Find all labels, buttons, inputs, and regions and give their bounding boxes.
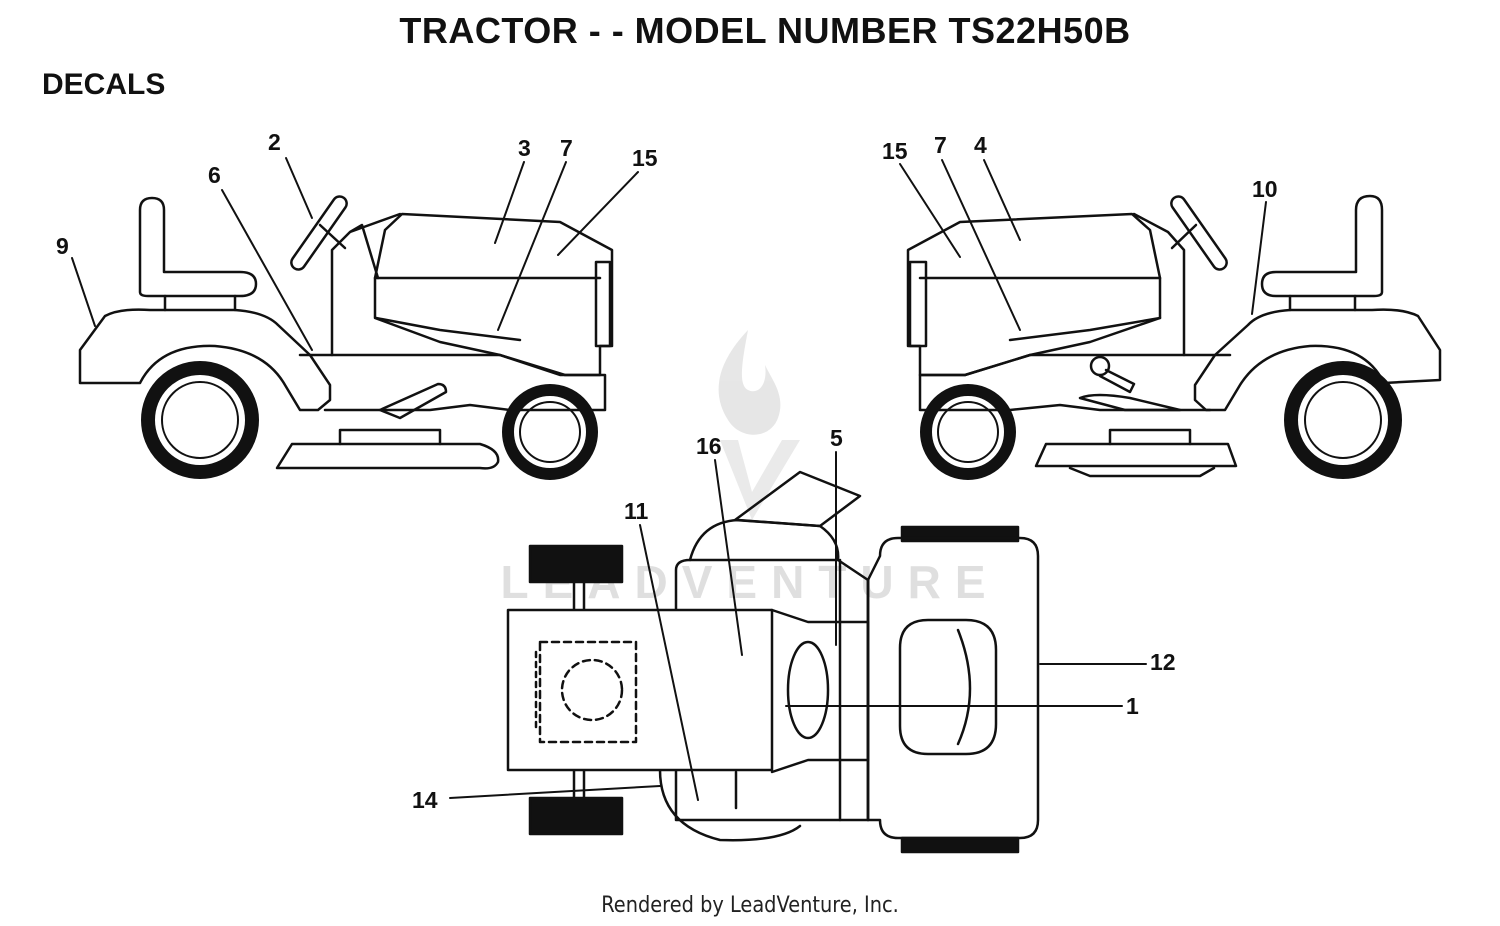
leader-2 [285,157,313,219]
front-wheel-hub [937,401,999,463]
front-left-tire [528,544,624,584]
hood-top [506,608,774,772]
grille [908,260,928,348]
watermark-flame-icon [718,330,781,435]
callout-12: 12 [1150,649,1176,675]
seat-base [1288,294,1357,312]
rear-wheel-hub [161,381,239,459]
seat-base [163,294,237,312]
lever-knob [1089,355,1111,377]
mower-deck [275,442,500,470]
leader-15 [557,171,639,256]
deck-pan [1068,466,1216,478]
pedal [1078,393,1182,412]
watermark-v-icon [720,440,800,520]
frame [298,353,607,412]
tractor-right-side-view [906,194,1442,480]
steering-column-top [770,608,870,774]
mower-deck-bottom [658,768,802,842]
engine-outline [538,640,638,744]
deck-hangers [338,428,442,446]
callout-1: 1 [1126,693,1139,719]
callout-9: 9 [56,233,69,259]
seat-top [898,618,998,756]
mower-deck [1034,442,1238,468]
steering-wheel-top [786,640,830,740]
leader-6 [221,189,313,351]
rear-wheel [141,361,259,479]
seat [1260,194,1384,298]
rear-fender [78,308,332,412]
steering-column [318,223,347,250]
steering-column [1170,223,1198,250]
callout-15-right: 15 [882,138,908,164]
leader-15-right [899,163,961,258]
callout-4: 4 [974,132,987,158]
section-title: DECALS [42,68,166,101]
callout-11: 11 [624,498,649,524]
leader-4 [983,159,1021,241]
tractor-top-view [506,470,1040,854]
rear-fender [1193,308,1442,412]
dash [330,212,402,357]
hood [906,212,1162,377]
front-wheel [502,384,598,480]
front-wheel [920,384,1016,480]
leader-11 [639,524,699,801]
mower-deck-top [688,518,840,562]
leader-3 [494,161,525,244]
steering-wheel [290,195,348,271]
front-wheel-hub [519,401,581,463]
callouts: 9 6 2 3 7 15 15 7 4 10 16 5 11 12 1 14 [56,129,1278,813]
page-title: TRACTOR - - MODEL NUMBER TS22H50B [399,10,1131,51]
callout-10: 10 [1252,176,1278,202]
pedal [378,382,448,420]
deck-hangers [1108,428,1192,446]
rear-wheel-hub [1304,381,1382,459]
seat [138,196,258,298]
callout-14: 14 [412,787,438,813]
leader-7 [497,161,567,331]
rear-right-tire [900,836,1020,854]
rear-body [866,536,1040,840]
front-right-tire [528,796,624,836]
callout-6: 6 [208,162,221,188]
callout-15: 15 [632,145,658,171]
leader-16 [714,459,743,656]
callout-3: 3 [518,135,531,161]
hood-side-panel [1008,316,1162,342]
lever [1098,368,1136,394]
hood-side-panel [374,316,522,342]
leader-10 [1251,201,1267,315]
frame [918,353,1232,412]
engine-flywheel [560,658,624,722]
tractor-left-side-view [78,195,614,480]
leader-lines [71,157,1267,801]
callout-7-right: 7 [934,132,947,158]
leader-14 [449,785,661,799]
callout-16: 16 [696,433,722,459]
seat-back [956,628,972,746]
dash [1132,212,1186,357]
leader-9 [71,257,96,327]
front-axle [572,580,586,800]
callout-7: 7 [560,135,573,161]
rear-wheel [1284,361,1402,479]
grille [594,260,612,348]
callout-2: 2 [268,129,281,155]
mid-body [674,558,870,822]
footer-credit: Rendered by LeadVenture, Inc. [601,893,899,918]
hood [373,212,614,377]
callout-5: 5 [830,425,843,451]
leader-7-right [941,159,1021,331]
steering-wheel [1170,195,1228,271]
